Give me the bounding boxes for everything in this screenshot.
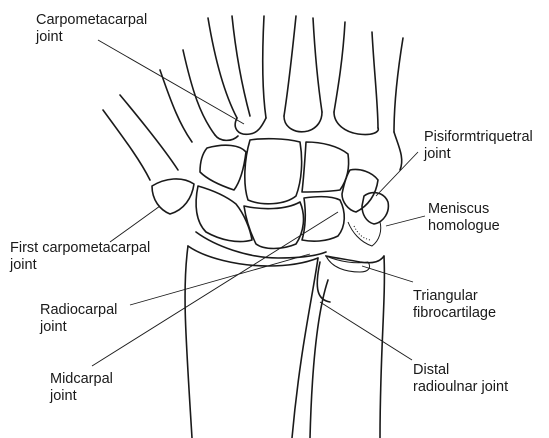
- label-triangular-fibrocartilage: Triangular fibrocartilage: [413, 288, 496, 322]
- label-first-carpometacarpal-joint: First carpometacarpal joint: [10, 240, 150, 274]
- label-midcarpal-joint: Midcarpal joint: [50, 371, 113, 405]
- metacarpals: [103, 16, 403, 180]
- label-distal-radioulnar-joint: Distal radioulnar joint: [413, 362, 508, 396]
- forearm-bones: [185, 232, 384, 438]
- carpal-bones: [152, 139, 388, 249]
- label-carpometacarpal-joint: Carpometacarpal joint: [36, 12, 147, 46]
- label-meniscus-homologue: Meniscus homologue: [428, 201, 500, 235]
- label-pisiformtriquetral-joint: Pisiformtriquetral joint: [424, 129, 533, 163]
- label-radiocarpal-joint: Radiocarpal joint: [40, 302, 117, 336]
